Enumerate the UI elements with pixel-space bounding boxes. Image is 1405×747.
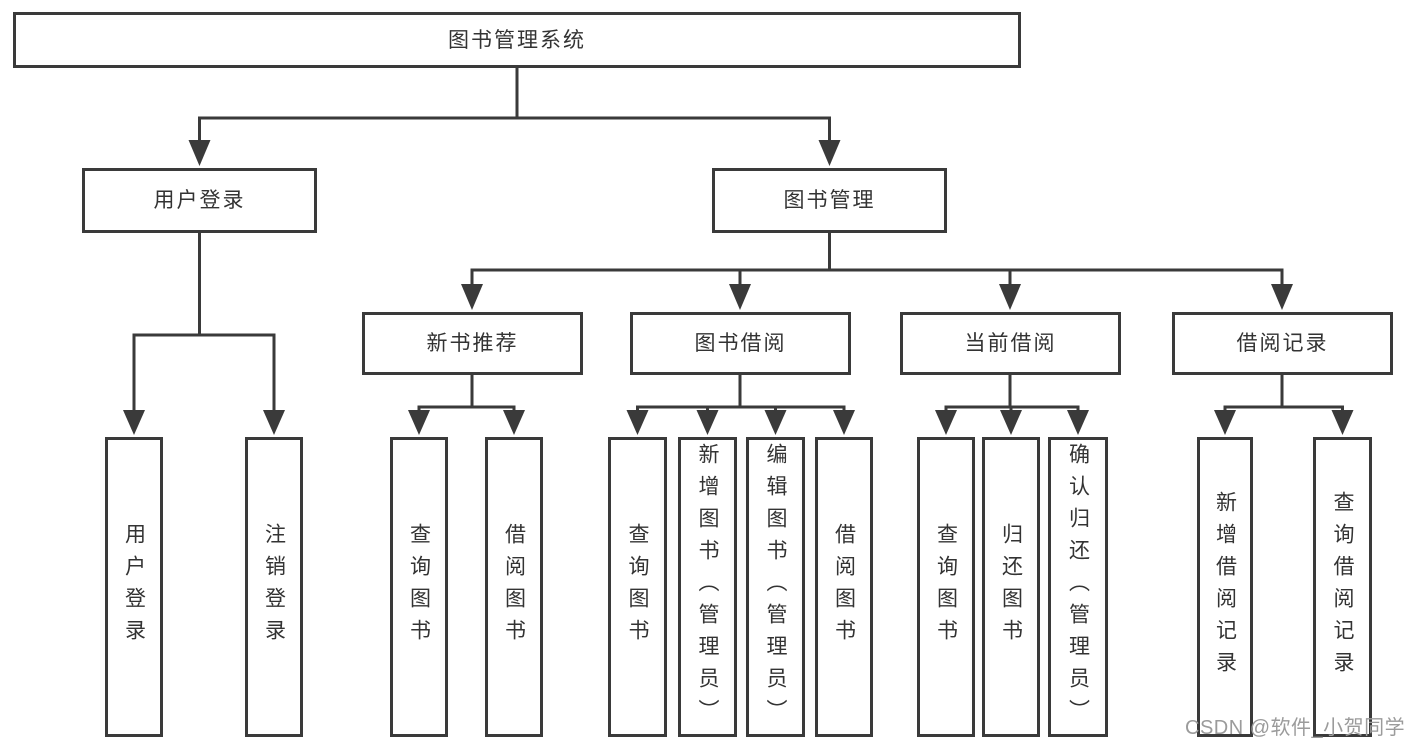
connector-user-login-children (132, 233, 276, 412)
arrowheads-borrow-records-children (1214, 410, 1354, 435)
node-new-book-recommend: 新书推荐 (362, 312, 583, 375)
node-add-borrow-record: 新增借阅记录 (1197, 437, 1253, 737)
arrowheads-new-book-rec-children (408, 410, 525, 435)
node-borrow-records: 借阅记录 (1172, 312, 1393, 375)
arrowheads-book-borrow-children (626, 410, 855, 435)
arrowheads-level3 (461, 284, 1293, 310)
node-return-books: 归还图书 (982, 437, 1040, 737)
node-edit-books-admin: 编辑图书（管理员） (746, 437, 805, 737)
arrowheads-current-borrow-children (935, 410, 1089, 435)
node-query-books-borrow: 查询图书 (608, 437, 667, 737)
node-add-books-admin: 新增图书（管理员） (678, 437, 737, 737)
arrowheads-user-login-children (123, 410, 285, 435)
connector-root-to-level2 (198, 68, 831, 142)
connector-borrow-records-children (1223, 375, 1344, 412)
node-query-borrow-record: 查询借阅记录 (1313, 437, 1372, 737)
node-current-borrowing: 当前借阅 (900, 312, 1121, 375)
node-query-books-current: 查询图书 (917, 437, 975, 737)
connector-current-borrow-children (944, 375, 1080, 412)
node-confirm-return-admin: 确认归还（管理员） (1048, 437, 1108, 737)
node-query-books-recommend: 查询图书 (390, 437, 448, 737)
node-library-management-system: 图书管理系统 (13, 12, 1021, 68)
node-book-management: 图书管理 (712, 168, 947, 233)
node-user-login: 用户登录 (82, 168, 317, 233)
watermark-csdn: CSDN @软件_小贺同学 (1185, 717, 1405, 739)
node-logout: 注销登录 (245, 437, 303, 737)
node-user-login-leaf: 用户登录 (105, 437, 163, 737)
connector-new-book-rec-children (417, 375, 516, 412)
node-borrow-books-recommend: 借阅图书 (485, 437, 543, 737)
node-book-borrowing: 图书借阅 (630, 312, 851, 375)
node-borrow-books: 借阅图书 (815, 437, 873, 737)
arrowheads-level2 (188, 140, 841, 166)
connector-book-borrow-children (636, 375, 846, 412)
connector-book-mgmt-level3 (470, 233, 1284, 286)
